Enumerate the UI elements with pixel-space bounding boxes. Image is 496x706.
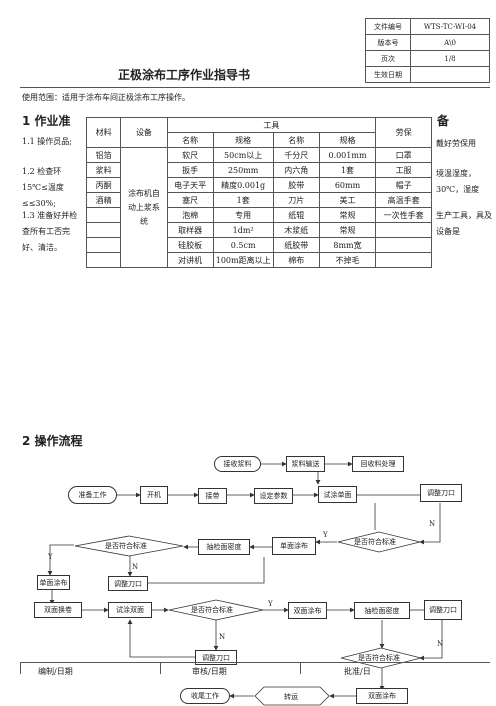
flow-sample-density-1: 抽检面密度 bbox=[198, 539, 250, 555]
meta-value bbox=[410, 66, 490, 83]
flow-n-label: N bbox=[219, 633, 226, 641]
flow-start: 开机 bbox=[140, 486, 168, 504]
flow-recycle: 回收料处理 bbox=[352, 456, 404, 472]
flow-y-label: Y bbox=[48, 553, 53, 561]
flow-n-label: N bbox=[437, 640, 444, 648]
left-text-2: 1.2 检查环15℃≤温度≤≤30%; bbox=[22, 167, 64, 208]
th-material: 材料 bbox=[85, 117, 122, 148]
footer-divider bbox=[20, 662, 21, 674]
left-text-1: 1.1 操作员品; bbox=[22, 137, 72, 146]
scope-text: 使用范围：适用于涂布车间正极涂布工序操作。 bbox=[22, 93, 190, 102]
flow-adjust-knife-1: 调整刀口 bbox=[420, 484, 462, 502]
footer-approved: 批准/日 bbox=[344, 667, 371, 676]
right-text-3: 生产工具，具及设备是 bbox=[436, 211, 492, 236]
flow-single-roll: 单面涂布 bbox=[37, 575, 70, 590]
cell: 刀片 bbox=[272, 192, 320, 208]
footer-rule bbox=[20, 662, 490, 663]
header-rule bbox=[20, 87, 490, 88]
flow-set-params: 设定参数 bbox=[254, 488, 293, 504]
flow-double-switch: 双面换卷 bbox=[34, 602, 82, 618]
flow-adjust-knife-2: 调整刀口 bbox=[108, 576, 148, 591]
flow-trial-double: 试涂双面 bbox=[108, 602, 152, 618]
flow-y-label: Y bbox=[268, 600, 273, 608]
flow-sample-density-2: 抽检面密度 bbox=[354, 602, 410, 619]
flow-check-3-label: 是否符合标准 bbox=[191, 606, 233, 614]
th-sub: 名称 bbox=[272, 132, 320, 148]
right-text-1: 戴好劳保用 bbox=[436, 139, 476, 148]
section1-heading-right: 备 bbox=[437, 114, 450, 128]
section2-heading: 2 操作流程 bbox=[22, 434, 83, 448]
cell-equipment: 涂布机自动上浆系统 bbox=[120, 147, 168, 268]
flow-adjust-knife-4: 调整刀口 bbox=[195, 650, 237, 665]
flow-check-2-label: 是否符合标准 bbox=[354, 538, 396, 546]
flow-double-coat: 双面涂布 bbox=[288, 602, 327, 619]
cell: 100m距离以上 bbox=[212, 252, 274, 268]
flow-check-2 bbox=[337, 531, 421, 553]
flow-check-1 bbox=[74, 535, 184, 557]
cell: 棉布 bbox=[272, 252, 320, 268]
flow-check-1-label: 是否符合标准 bbox=[105, 542, 147, 550]
flow-y-label: Y bbox=[323, 531, 328, 539]
footer-prepared: 编制/日期 bbox=[38, 666, 73, 677]
flow-n-label: N bbox=[132, 563, 139, 571]
flow-n-label: N bbox=[429, 520, 436, 528]
cell: 对讲机 bbox=[166, 252, 214, 268]
cell: 不掉毛 bbox=[318, 252, 377, 268]
flow-prepare: 准备工作 bbox=[68, 486, 117, 504]
flow-check-4-label: 是否符合标准 bbox=[358, 654, 400, 662]
flow-receive-slurry: 接收浆料 bbox=[214, 456, 261, 472]
footer-divider bbox=[300, 662, 301, 674]
cell-material: 铝箔 bbox=[85, 147, 122, 163]
section1-heading: 1 作业准 bbox=[22, 114, 71, 128]
th-equipment: 设备 bbox=[120, 117, 168, 148]
meta-label: 生效日期 bbox=[365, 66, 411, 83]
cell-material bbox=[85, 252, 122, 268]
right-text-2: 境温湿度，30℃，湿度 bbox=[436, 169, 480, 194]
flow-transfer: 转运 bbox=[284, 693, 298, 701]
flow-check-4 bbox=[340, 647, 422, 669]
footer-reviewed: 审核/日期 bbox=[192, 666, 227, 677]
cell bbox=[375, 252, 432, 268]
flow-check-3 bbox=[168, 599, 264, 621]
footer-divider bbox=[160, 662, 161, 674]
flow-adjust-knife-3: 调整刀口 bbox=[424, 600, 462, 620]
flow-slurry-transfer: 浆料输送 bbox=[286, 456, 325, 472]
left-text-3: 1.3 准备好并检查所有工否完好、清洁。 bbox=[22, 211, 78, 252]
tools-table: 材料 设备 工具 劳保 名称 规格 名称 规格 铝箔 涂布机自动上浆系统 软尺 … bbox=[85, 117, 432, 268]
flow-splice: 接带 bbox=[198, 488, 227, 504]
flow-trial-single: 试涂单面 bbox=[318, 486, 357, 503]
flow-single-coat: 单面涂布 bbox=[272, 537, 316, 555]
page-title: 正极涂布工序作业指导书 bbox=[118, 68, 251, 82]
